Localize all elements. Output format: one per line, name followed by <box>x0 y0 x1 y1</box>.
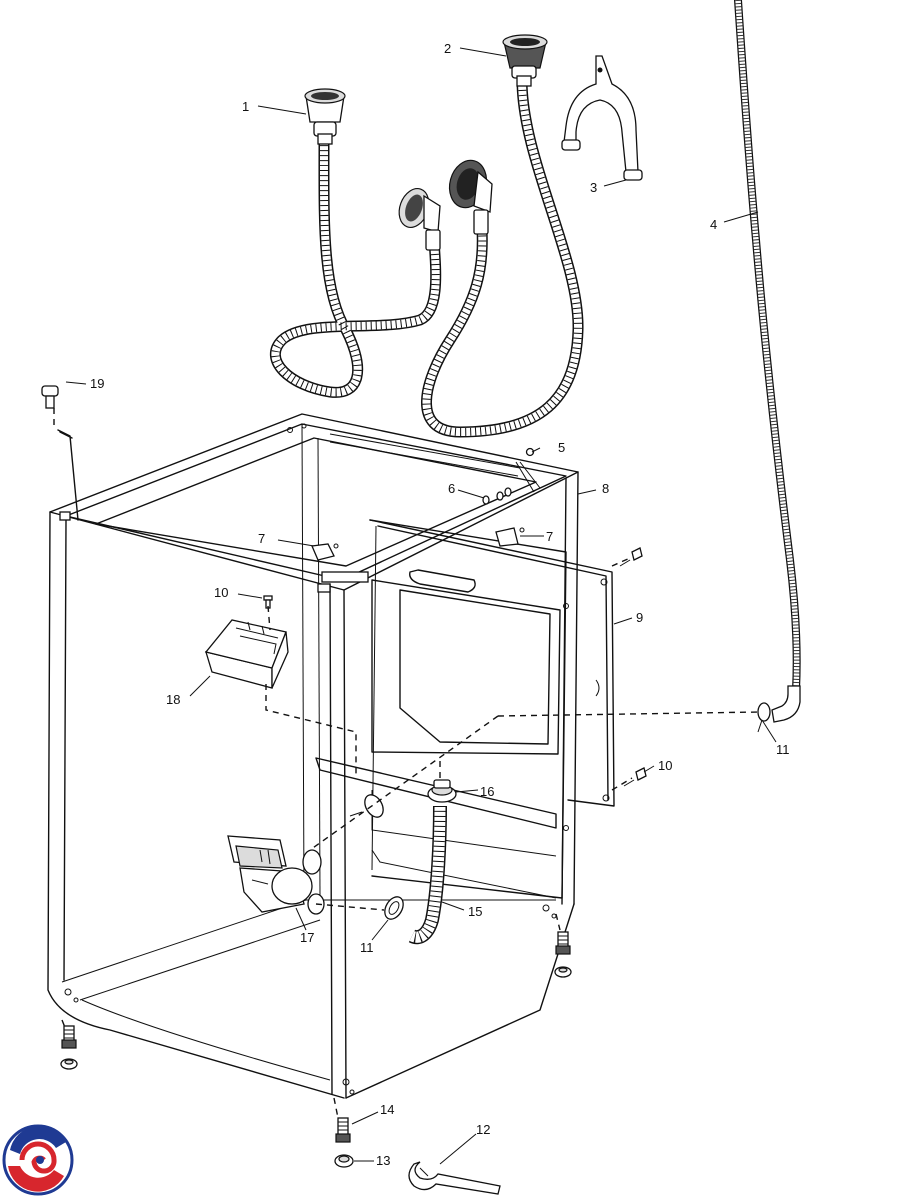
bracket-left <box>311 543 339 561</box>
callout-6: 6 <box>448 481 455 496</box>
screw-10-panel <box>623 767 647 787</box>
fill-hose-left <box>270 134 442 398</box>
pressure-tube <box>408 779 457 945</box>
callout-7a: 7 <box>258 531 265 546</box>
leader-lines <box>65 47 777 1165</box>
callout-10a: 10 <box>214 585 228 600</box>
screw-panel-top <box>619 547 643 567</box>
drain-pump <box>227 835 325 915</box>
callout-4: 4 <box>710 217 717 232</box>
callout-11b: 11 <box>360 940 374 955</box>
leveling-foot-right <box>554 931 572 978</box>
drain-hose <box>734 0 801 723</box>
washers-6 <box>482 487 512 505</box>
back-panel <box>369 519 615 807</box>
callout-labels: 1 2 3 4 5 6 7 7 8 9 10 10 11 11 12 13 14… <box>90 41 790 1168</box>
callout-10b: 10 <box>658 758 672 773</box>
leveling-foot-14 <box>335 1117 351 1143</box>
hose-1-coupling <box>304 88 346 145</box>
callout-9: 9 <box>636 610 643 625</box>
cabinet <box>47 413 579 1099</box>
clamp-11-bottom <box>384 896 404 920</box>
hose-clip-upper <box>349 794 384 818</box>
callout-3: 3 <box>590 180 597 195</box>
swirl-logo-icon <box>2 1124 74 1196</box>
clamp-11-right <box>757 702 771 733</box>
leveling-foot-front-left <box>60 1025 78 1070</box>
hose-elbow-left <box>398 188 441 251</box>
callout-7b: 7 <box>546 529 553 544</box>
lock-nut-13 <box>334 1154 354 1168</box>
wrench-12 <box>408 1161 501 1195</box>
connection-lines <box>53 408 761 1119</box>
callout-1: 1 <box>242 99 249 114</box>
hose-elbow-right <box>448 159 493 235</box>
callout-14: 14 <box>380 1102 394 1117</box>
control-box <box>204 619 289 689</box>
bracket-right <box>495 527 525 547</box>
callout-12: 12 <box>476 1122 490 1137</box>
screw-5 <box>525 447 535 457</box>
callout-17: 17 <box>300 930 314 945</box>
hose-2-coupling <box>502 34 548 87</box>
callout-18: 18 <box>166 692 180 707</box>
callout-16: 16 <box>480 784 494 799</box>
callout-8: 8 <box>602 481 609 496</box>
fill-hose-right <box>421 74 584 438</box>
callout-19: 19 <box>90 376 104 391</box>
callout-2: 2 <box>444 41 451 56</box>
callout-15: 15 <box>468 904 482 919</box>
callout-5: 5 <box>558 440 565 455</box>
callout-13: 13 <box>376 1153 390 1168</box>
rod-19 <box>41 385 79 521</box>
hose-guide <box>561 55 643 181</box>
callout-11a: 11 <box>776 742 790 757</box>
